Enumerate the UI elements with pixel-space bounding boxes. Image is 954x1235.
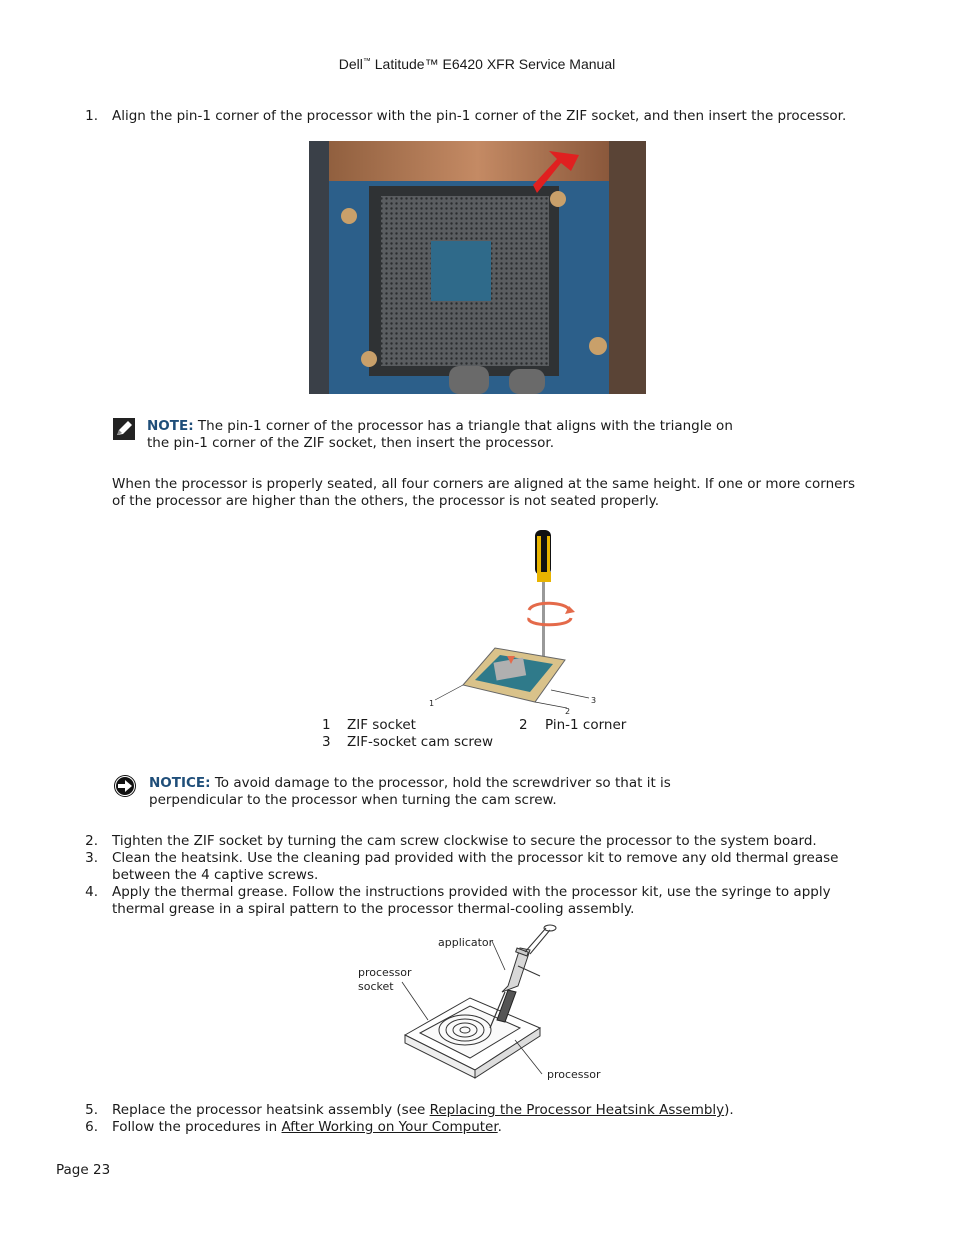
label-applicator: applicator (438, 936, 494, 949)
step-2-text: Tighten the ZIF socket by turning the ca… (112, 833, 817, 849)
step-5-number: 5. (85, 1102, 98, 1118)
legend-label-1: ZIF socket (347, 717, 416, 733)
callout-1: 1 (429, 699, 434, 708)
legend-label-2: Pin-1 corner (545, 717, 627, 733)
note-line-1: NOTE: The pin-1 corner of the processor … (147, 418, 733, 435)
paragraph-line-2: of the processor are higher than the oth… (112, 493, 660, 509)
step-1-text: Align the pin-1 corner of the processor … (112, 108, 847, 124)
step-5-text: Replace the processor heatsink assembly … (112, 1102, 734, 1119)
legend-num-2: 2 (519, 717, 528, 733)
page-number: Page 23 (56, 1162, 111, 1178)
label-processor-socket-1: processor (358, 966, 412, 979)
notice-text-1: To avoid damage to the processor, hold t… (210, 775, 671, 791)
step-3-line-2: between the 4 captive screws. (112, 867, 319, 883)
step-3-line-1: Clean the heatsink. Use the cleaning pad… (112, 850, 839, 866)
step-1-number: 1. (85, 108, 98, 124)
pencil-note-icon (113, 418, 135, 440)
callout-2: 2 (565, 707, 570, 716)
label-processor-socket-2: socket (358, 980, 394, 993)
note-label: NOTE: (147, 418, 194, 434)
legend-label-3: ZIF-socket cam screw (347, 734, 494, 750)
notice-label: NOTICE: (149, 775, 211, 791)
step-6-pre: Follow the procedures in (112, 1119, 282, 1135)
screwdriver-illustration: 1 2 3 (425, 530, 605, 720)
note-line-2: the pin-1 corner of the ZIF socket, then… (147, 435, 555, 451)
paragraph-line-1: When the processor is properly seated, a… (112, 476, 856, 492)
step-4-line-1: Apply the thermal grease. Follow the ins… (112, 884, 831, 900)
step-4-line-2: thermal grease in a spiral pattern to th… (112, 901, 635, 917)
notice-line-1: NOTICE: To avoid damage to the processor… (149, 775, 671, 792)
step-5-post: ). (724, 1102, 734, 1118)
legend-num-1: 1 (322, 717, 331, 733)
step-6-post: . (497, 1119, 502, 1135)
notice-line-2: perpendicular to the processor when turn… (149, 792, 557, 808)
label-processor: processor (547, 1068, 601, 1081)
step-4-number: 4. (85, 884, 98, 900)
step-2-number: 2. (85, 833, 98, 849)
step-6-number: 6. (85, 1119, 98, 1135)
callout-3: 3 (591, 696, 596, 705)
note-text-1: The pin-1 corner of the processor has a … (193, 418, 733, 434)
notice-arrow-icon (113, 774, 137, 798)
legend-num-3: 3 (322, 734, 331, 750)
replacing-heatsink-link[interactable]: Replacing the Processor Heatsink Assembl… (429, 1102, 725, 1118)
header-tm: ™ (362, 56, 371, 66)
thermal-grease-illustration: applicator processor socket processor (350, 920, 610, 1085)
step-6-text: Follow the procedures in After Working o… (112, 1119, 502, 1136)
step-5-pre: Replace the processor heatsink assembly … (112, 1102, 430, 1118)
header-title: Latitude™ E6420 XFR Service Manual (370, 56, 616, 72)
zif-socket-photo (309, 141, 646, 394)
step-3-number: 3. (85, 850, 98, 866)
page-header: Dell™ Latitude™ E6420 XFR Service Manual (0, 56, 954, 72)
after-working-link[interactable]: After Working on Your Computer (281, 1119, 498, 1135)
header-brand: Dell (338, 56, 363, 72)
